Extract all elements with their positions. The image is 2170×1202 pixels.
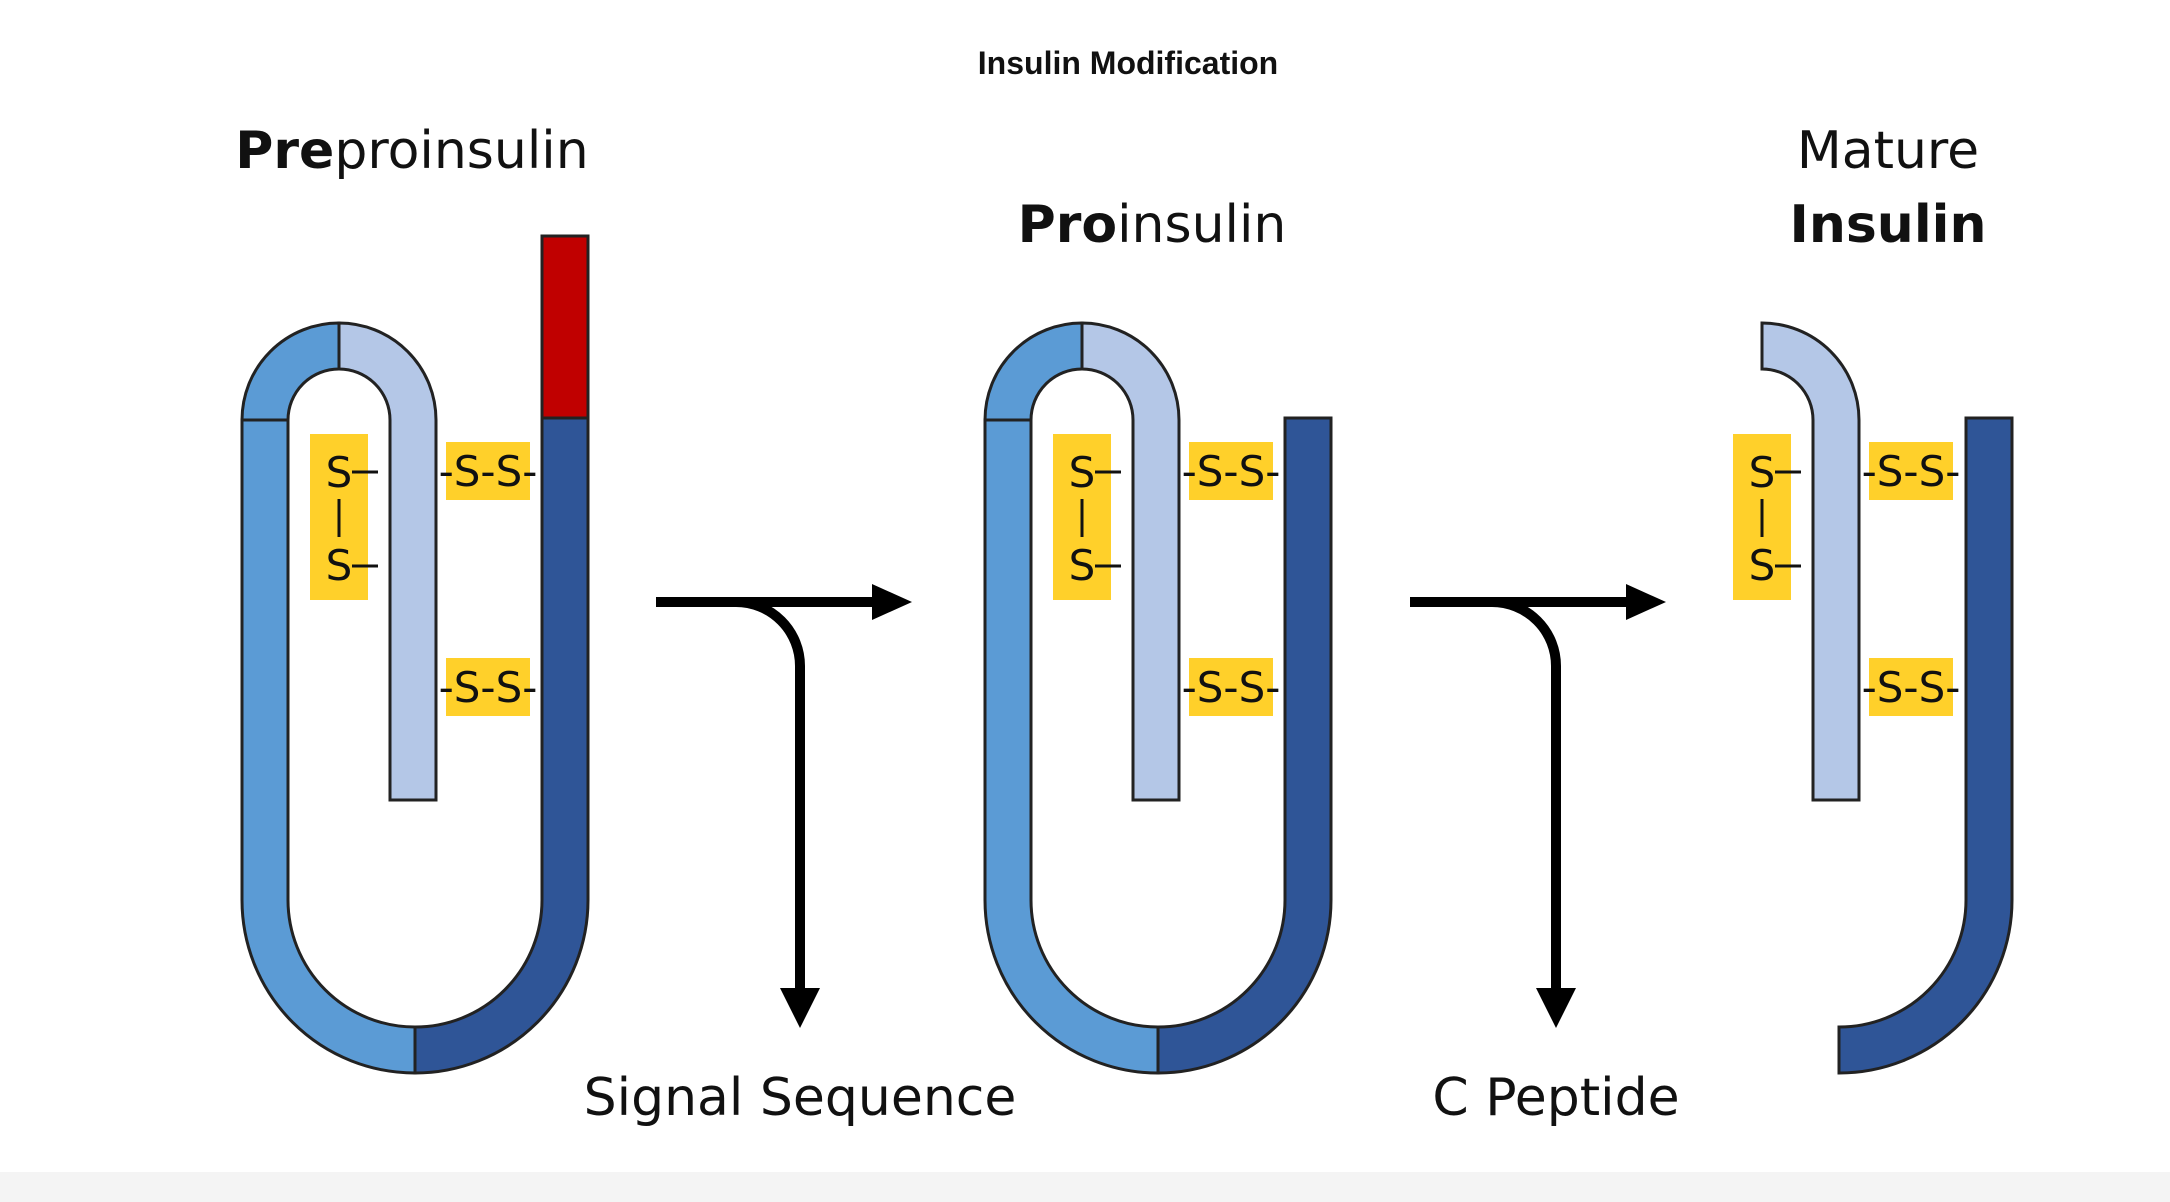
bottom-bar (0, 1172, 2170, 1202)
b-chain-top (240, 321, 341, 422)
arrow-2-right-head (1626, 584, 1666, 620)
c-peptide-chain (413, 416, 590, 1075)
intra-bond-s-bottom: S (1749, 541, 1776, 590)
intra-bond-s-top: S (1069, 448, 1096, 497)
label-mature-line1: Mature (1797, 121, 1979, 181)
label-preproinsulin-bold: Pre (235, 121, 334, 181)
inter-bond-label-top: -S-S- (1862, 447, 1961, 496)
inter-bond-box-bottom (1869, 658, 1953, 716)
arrow-1-branch (735, 597, 805, 992)
b-chain-top (983, 321, 1084, 422)
diagram-title: Insulin Modification (978, 45, 1278, 81)
signal-sequence-chain (540, 234, 590, 420)
inter-bond-label-bottom: -S-S- (439, 663, 538, 712)
inter-bond-box-top (446, 442, 530, 500)
inter-bond-label-bottom: -S-S- (1182, 663, 1281, 712)
cleavage-arrow-2 (1410, 584, 1666, 1028)
intra-bond-s-top: S (326, 448, 353, 497)
inter-bond-label-top: -S-S- (439, 447, 538, 496)
cleavage-arrow-1 (656, 584, 912, 1028)
a-chain (1080, 321, 1181, 802)
intra-bond-s-top: S (1749, 448, 1776, 497)
a-chain (337, 321, 438, 802)
label-mature-line2: Insulin (1789, 195, 1986, 255)
inter-bond-label-bottom: -S-S- (1862, 663, 1961, 712)
arrow-2-down-head (1536, 988, 1576, 1028)
inter-bond-box-bottom (446, 658, 530, 716)
intra-bond-s-bottom: S (1069, 541, 1096, 590)
arrow-2-branch (1491, 597, 1561, 992)
inter-bond-box-bottom (1189, 658, 1273, 716)
label-proinsulin: Proinsulin (1018, 195, 1287, 255)
mature-insulin-molecule: S S -S-S- -S-S- (1733, 321, 2014, 1075)
inter-bond-box-top (1869, 442, 1953, 500)
label-preproinsulin: Preproinsulin (235, 121, 588, 181)
preproinsulin-molecule: S S -S-S- -S-S- (240, 234, 590, 1075)
signal-sequence-label: Signal Sequence (584, 1068, 1017, 1128)
label-preproinsulin-regular: proinsulin (334, 121, 588, 181)
label-proinsulin-bold: Pro (1018, 195, 1117, 255)
proinsulin-molecule: S S -S-S- -S-S- (983, 321, 1333, 1075)
inter-bond-box-top (1189, 442, 1273, 500)
c-peptide-chain (1156, 416, 1333, 1075)
arrow-1-down-head (780, 988, 820, 1028)
c-peptide-label: C Peptide (1432, 1068, 1679, 1128)
intra-bond-s-bottom: S (326, 541, 353, 590)
b-chain (1837, 416, 2014, 1075)
inter-bond-label-top: -S-S- (1182, 447, 1281, 496)
arrow-1-right-head (872, 584, 912, 620)
label-proinsulin-regular: insulin (1117, 195, 1286, 255)
a-chain (1760, 321, 1861, 802)
